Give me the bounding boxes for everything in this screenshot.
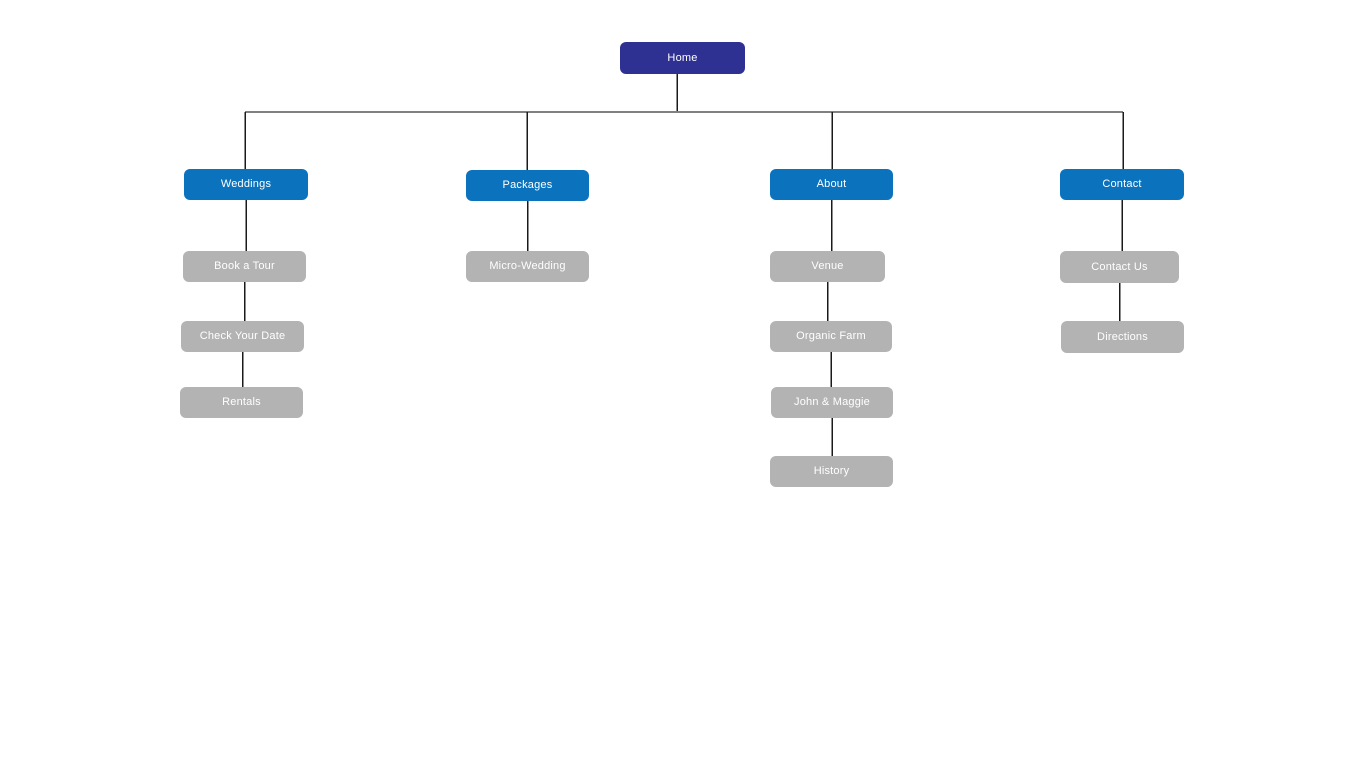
sitemap-node-home[interactable]: Home: [620, 42, 745, 74]
sitemap-node-label: About: [816, 178, 847, 190]
sitemap-node-packages[interactable]: Packages: [466, 170, 589, 201]
sitemap-node-label: John & Maggie: [794, 396, 870, 408]
sitemap-node-label: Contact: [1102, 178, 1142, 190]
sitemap-node-label: Check Your Date: [199, 330, 286, 342]
sitemap-node-label: Home: [667, 51, 698, 64]
sitemap-node-label: History: [813, 465, 850, 477]
sitemap-node-label: Organic Farm: [796, 330, 866, 342]
sitemap-node-directions[interactable]: Directions: [1061, 321, 1184, 353]
sitemap-node-check-your-date[interactable]: Check Your Date: [181, 321, 304, 352]
sitemap-node-history[interactable]: History: [770, 456, 893, 487]
sitemap-node-label: Rentals: [222, 396, 261, 408]
sitemap-node-label: Packages: [502, 179, 553, 191]
sitemap-node-organic-farm[interactable]: Organic Farm: [770, 321, 892, 352]
sitemap-node-label: Venue: [811, 260, 844, 272]
sitemap-node-label: Book a Tour: [214, 260, 275, 272]
sitemap-node-label: Directions: [1097, 330, 1148, 343]
sitemap-node-rentals[interactable]: Rentals: [180, 387, 303, 418]
sitemap-node-weddings[interactable]: Weddings: [184, 169, 308, 200]
sitemap-node-venue[interactable]: Venue: [770, 251, 885, 282]
sitemap-node-contact-us[interactable]: Contact Us: [1060, 251, 1179, 283]
sitemap-node-label: Micro-Wedding: [489, 260, 566, 272]
sitemap-node-label: Contact Us: [1091, 260, 1148, 273]
sitemap-node-micro-wedding[interactable]: Micro-Wedding: [466, 251, 589, 282]
sitemap-node-john-maggie[interactable]: John & Maggie: [771, 387, 893, 418]
sitemap-node-about[interactable]: About: [770, 169, 893, 200]
sitemap-node-label: Weddings: [220, 178, 272, 190]
sitemap-node-book-a-tour[interactable]: Book a Tour: [183, 251, 306, 282]
sitemap-node-contact[interactable]: Contact: [1060, 169, 1184, 200]
